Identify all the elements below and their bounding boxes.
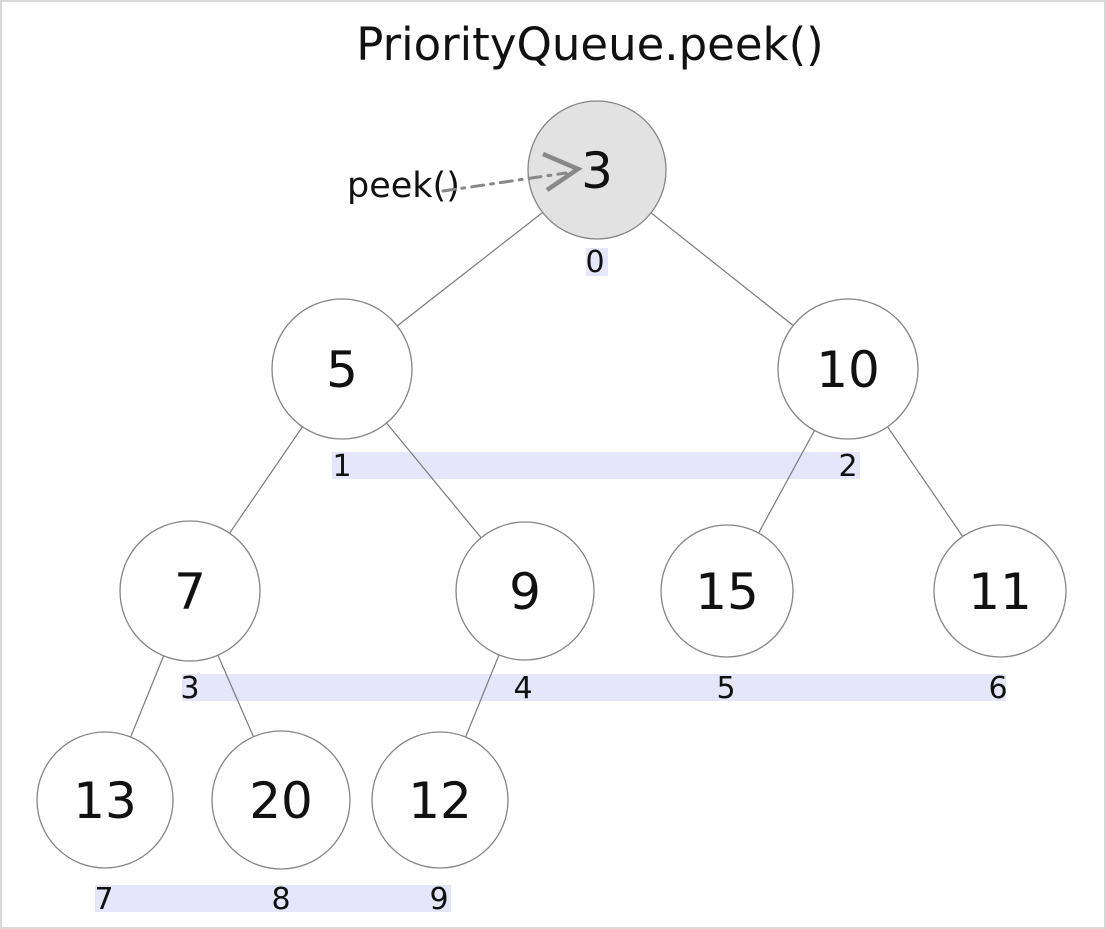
tree-node-7: 13 [36,731,174,869]
index-label-8: 8 [271,882,290,917]
node-value: 3 [581,142,613,200]
node-value: 9 [509,563,541,621]
index-label-3: 3 [180,671,199,706]
node-circle [455,521,595,661]
index-label-5: 5 [716,671,735,706]
node-value: 5 [326,341,358,399]
tree-node-1: 5 [271,298,413,440]
index-label-4: 4 [513,671,532,706]
peek-annotation-label: peek() [347,166,460,206]
node-value: 12 [408,772,472,830]
node-circle [933,524,1067,658]
tree-node-8: 20 [211,730,351,870]
node-value: 7 [174,563,206,621]
peek-annotation: peek() [347,151,583,206]
tree-node-9: 12 [371,731,509,869]
node-circle [211,730,351,870]
node-value: 20 [249,772,313,830]
tree-node-4: 9 [455,521,595,661]
diagram-title: PriorityQueue.peek() [356,18,823,71]
index-label-1: 1 [332,449,351,484]
node-value: 10 [816,341,880,399]
tree-node-5: 15 [660,524,794,658]
node-circle [119,520,261,662]
tree-node-2: 10 [777,298,919,440]
index-label-2: 2 [838,449,857,484]
index-badge-level-0 [586,248,608,276]
peek-arrow-line [441,171,568,193]
node-circle [371,731,509,869]
index-label-6: 6 [988,671,1007,706]
tree-node-3: 7 [119,520,261,662]
node-circle-highlighted [527,100,667,240]
index-label-9: 9 [429,882,448,917]
index-bar-level-1 [332,452,860,479]
index-label-0: 0 [585,245,604,280]
tree-node-0: 3 [527,100,667,240]
node-circle [777,298,919,440]
node-circle [660,524,794,658]
index-bar-level-2 [182,674,1006,701]
node-value: 15 [695,563,759,621]
node-value: 13 [73,772,137,830]
peek-arrow-head-icon [542,151,583,192]
tree-node-6: 11 [933,524,1067,658]
node-value: 11 [968,563,1032,621]
node-circle [271,298,413,440]
node-circle [36,731,174,869]
index-label-7: 7 [94,882,113,917]
index-bar-level-3 [95,885,451,912]
